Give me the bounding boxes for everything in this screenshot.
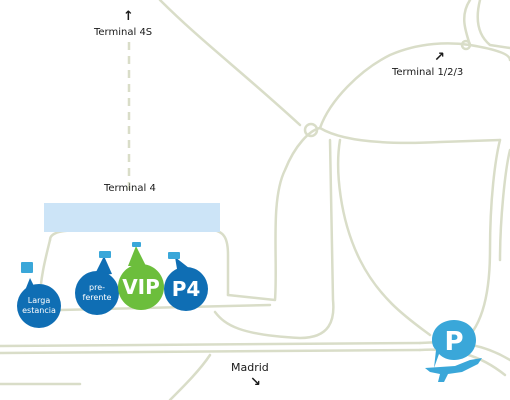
right-road (463, 0, 472, 47)
arrow-down-right-icon: ↘ (250, 375, 261, 390)
arrow-up-right-icon: ↗ (434, 50, 445, 65)
highway-road (0, 341, 422, 348)
right-road (458, 138, 502, 347)
label-madrid: Madrid (231, 361, 269, 374)
pin-tag (21, 262, 33, 273)
diagonal-road (158, 0, 302, 127)
parking-p4[interactable]: P4 (164, 267, 208, 311)
connector-road (213, 138, 335, 340)
terminal-4-building (44, 203, 220, 232)
pin-tag (168, 252, 180, 259)
connector-road (226, 126, 322, 302)
parking-preferente[interactable]: pre-ferente (75, 271, 119, 315)
right-road (336, 138, 432, 337)
parking-larga-estancia[interactable]: Larga estancia (17, 284, 61, 328)
roundabout (303, 122, 319, 138)
parking-preferente-label: pre-ferente (82, 283, 112, 302)
roundabout (460, 39, 472, 51)
label-terminal-4s: Terminal 4S (94, 27, 153, 38)
parking-vip[interactable]: VIP (118, 264, 164, 310)
connector-road (318, 126, 502, 145)
pin-pointer (128, 246, 146, 266)
connector-road (318, 42, 472, 130)
parking-p4-label: P4 (171, 277, 201, 301)
highway-road (0, 348, 422, 355)
label-terminal-123: Terminal 1/2/3 (392, 67, 464, 78)
svg-text:P: P (444, 327, 463, 357)
parking-larga-estancia-label: Larga estancia (22, 296, 56, 315)
ramp-road (168, 353, 212, 400)
parking-plane-logo-icon: P (425, 320, 482, 382)
pin-tag (132, 242, 141, 247)
arrow-up-icon: ↑ (123, 9, 134, 24)
label-terminal-4: Terminal 4 (104, 183, 156, 194)
pin-tag (99, 251, 111, 258)
right-road (476, 0, 510, 50)
parking-vip-label: VIP (122, 275, 160, 299)
right-road (498, 148, 510, 262)
